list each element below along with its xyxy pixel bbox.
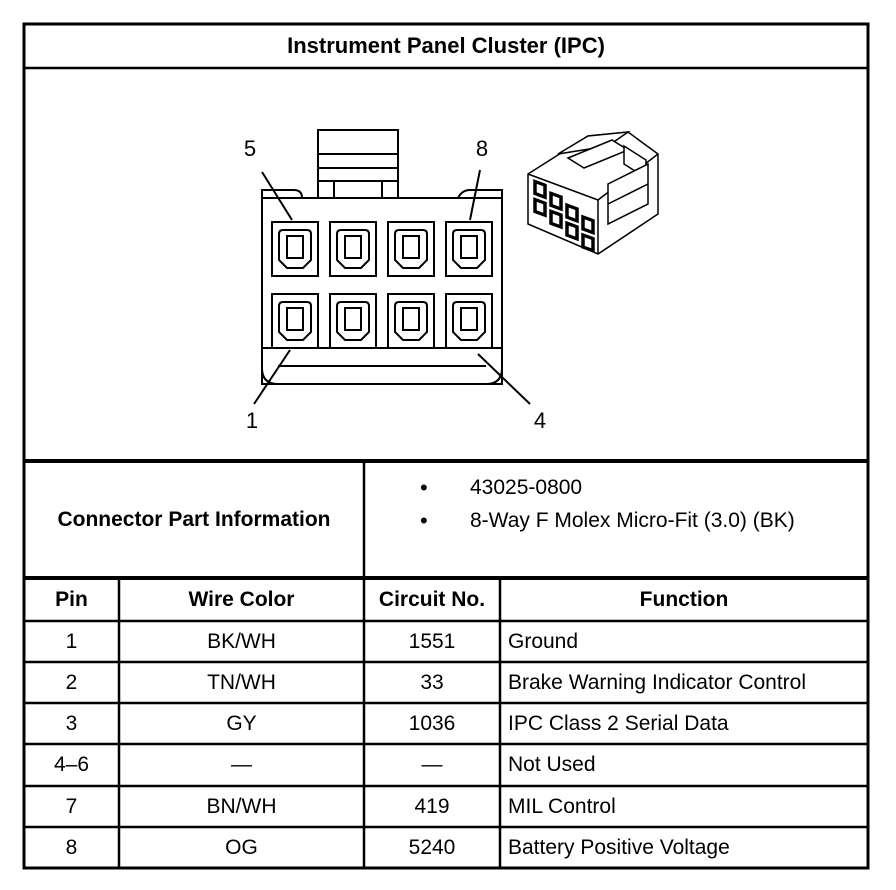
pin-cavities xyxy=(271,221,493,349)
pin-terminal xyxy=(336,301,370,341)
function-cell: IPC Class 2 Serial Data xyxy=(508,711,729,735)
connector-part-info-label: Connector Part Information xyxy=(57,508,331,531)
pin-terminal xyxy=(452,301,486,341)
pin-cell: 8 xyxy=(65,835,78,859)
pin-terminal-inner xyxy=(286,307,304,331)
column-header-function: Function xyxy=(639,588,729,611)
pin-terminal-inner xyxy=(460,235,478,259)
connector-description: 8-Way F Molex Micro-Fit (3.0) (BK) xyxy=(470,509,795,532)
pin-terminal xyxy=(394,229,428,269)
pin-leader-lines xyxy=(253,169,531,405)
pin-terminal xyxy=(452,229,486,269)
connector-part-info-list: • 43025-0800 • 8-Way F Molex Micro-Fit (… xyxy=(364,462,868,578)
column-header-wire-color: Wire Color xyxy=(188,588,295,611)
circuit-no-cell: 1036 xyxy=(408,711,456,735)
function-cell: Brake Warning Indicator Control xyxy=(508,670,807,694)
pin-terminal xyxy=(394,301,428,341)
connector-3d-view xyxy=(527,130,659,255)
pin-cavity xyxy=(329,221,377,277)
wire-color-cell: TN/WH xyxy=(207,670,276,694)
pin-cavity xyxy=(271,293,319,349)
circuit-no-cell: 419 xyxy=(414,794,450,818)
pin-terminal-inner xyxy=(460,307,478,331)
wire-color-cell: GY xyxy=(226,711,257,735)
pin-cavity xyxy=(271,221,319,277)
pin-callout-4: 4 xyxy=(534,408,546,433)
pin-cavity xyxy=(387,293,435,349)
wire-color-cell: BN/WH xyxy=(206,794,277,818)
pin-cavity xyxy=(445,221,493,277)
pin-terminal-inner xyxy=(344,235,362,259)
pin-terminal xyxy=(336,229,370,269)
pin-callout-5: 5 xyxy=(244,136,256,161)
pin-cavity xyxy=(445,293,493,349)
pin-terminal-inner xyxy=(344,307,362,331)
pin-cell: 3 xyxy=(65,711,78,735)
function-cell: Not Used xyxy=(508,753,596,776)
column-header-pin: Pin xyxy=(55,588,88,611)
function-cell: MIL Control xyxy=(508,794,616,818)
pin-terminal xyxy=(278,301,312,341)
pin-cell: 4–6 xyxy=(53,753,90,776)
connector-diagram: 5 8 1 4 xyxy=(244,129,659,433)
wire-color-cell: OG xyxy=(225,835,258,859)
pin-terminal-inner xyxy=(286,235,304,259)
pin-terminal-inner xyxy=(402,235,420,259)
function-cell: Battery Positive Voltage xyxy=(508,835,730,859)
circuit-no-cell: 1551 xyxy=(408,629,456,653)
wire-color-cell: BK/WH xyxy=(207,629,276,653)
function-cell: Ground xyxy=(508,629,579,653)
pin-callout-1: 1 xyxy=(246,408,258,433)
pin-cell: 2 xyxy=(65,670,78,694)
pin-cavity xyxy=(387,221,435,277)
pin-terminal-inner xyxy=(402,307,420,331)
column-header-circuit-no: Circuit No. xyxy=(378,588,486,611)
pin-terminal xyxy=(278,229,312,269)
pin-callout-8: 8 xyxy=(476,136,488,161)
bullet-icon: • xyxy=(420,475,428,500)
circuit-no-cell: 5240 xyxy=(408,835,456,859)
pin-cavity xyxy=(329,293,377,349)
circuit-no-cell: — xyxy=(421,753,443,776)
bullet-icon: • xyxy=(420,508,428,533)
connector-face xyxy=(261,129,503,385)
connector-part-number: 43025-0800 xyxy=(470,476,583,499)
page-title: Instrument Panel Cluster (IPC) xyxy=(287,33,605,58)
circuit-no-cell: 33 xyxy=(420,670,444,694)
wire-color-cell: — xyxy=(231,753,252,776)
pin-cell: 1 xyxy=(65,629,78,653)
pin-cell: 7 xyxy=(65,794,78,818)
